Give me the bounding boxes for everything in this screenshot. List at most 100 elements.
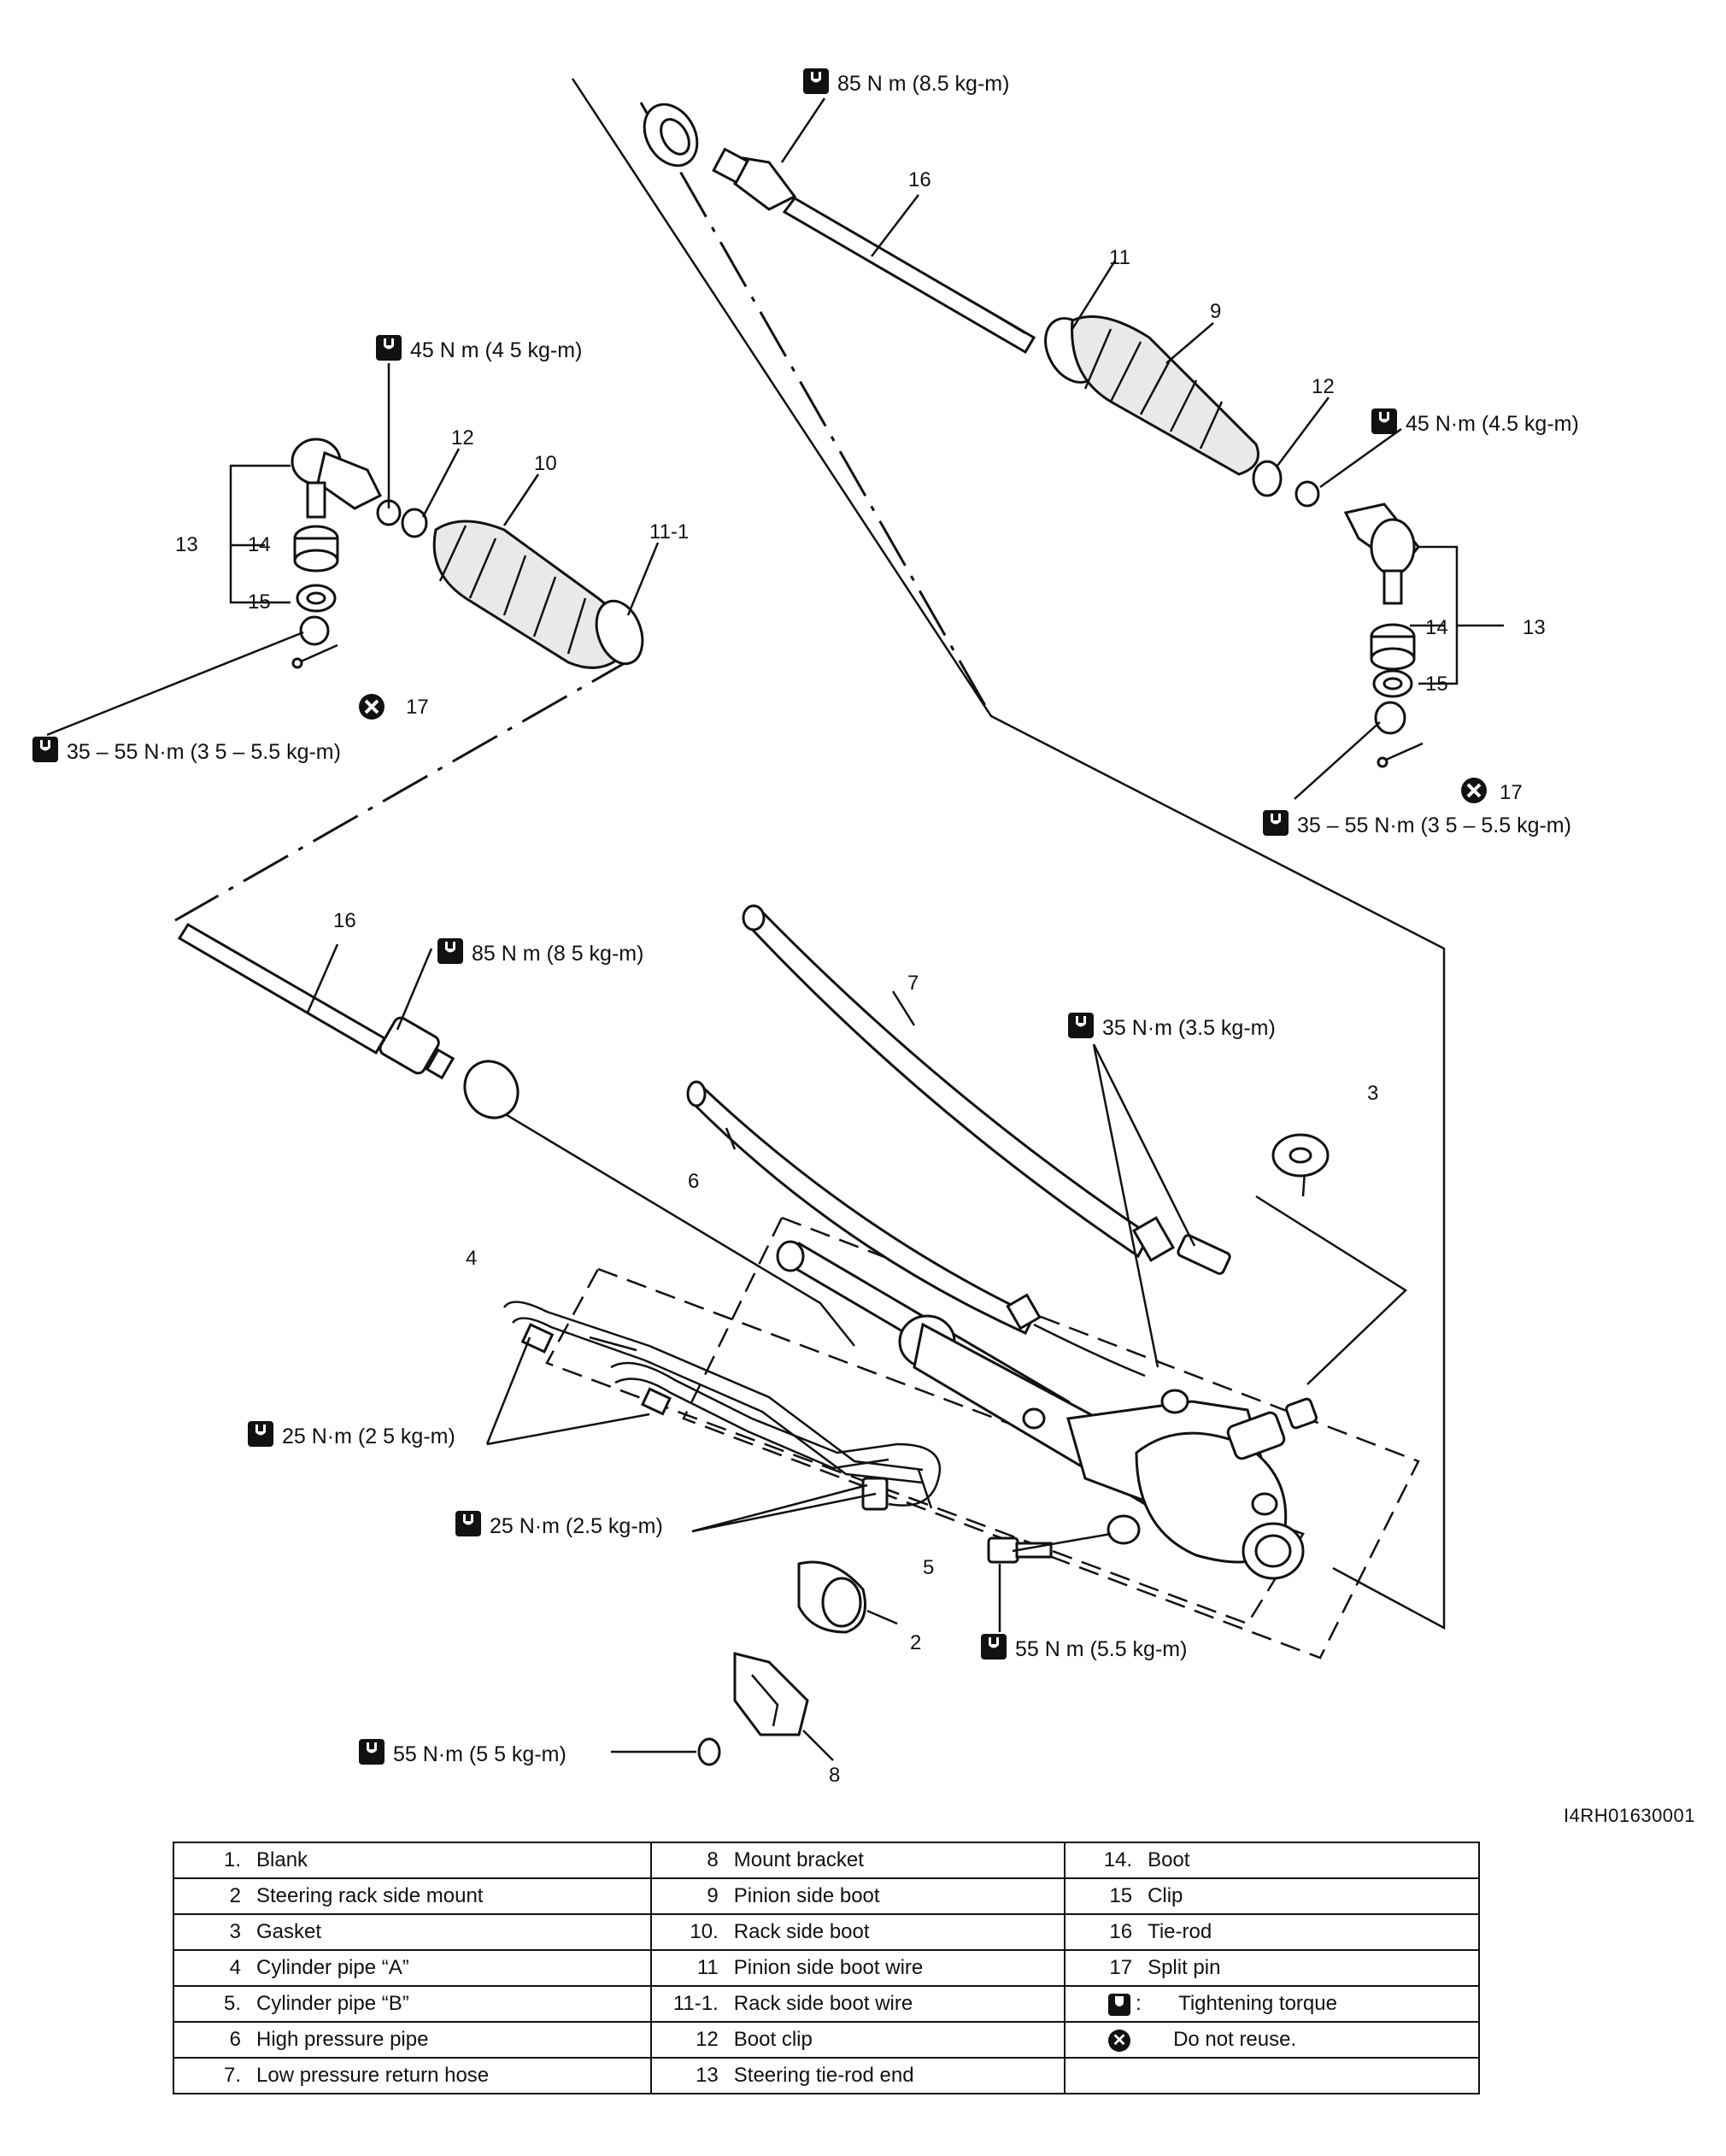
legend-label: Low pressure return hose	[256, 2064, 490, 2087]
mount-bracket-8	[697, 1652, 809, 1766]
callout-6: 6	[688, 1170, 699, 1193]
split-pin-left	[291, 643, 338, 669]
torque-upper-tierod: 85 N m (8.5 kg-m)	[803, 68, 1009, 96]
legend-label: Pinion side boot wire	[733, 1956, 924, 1979]
boot-14-left	[293, 525, 339, 573]
left-tierod-end-group	[291, 438, 644, 669]
callout-17-left: 17	[406, 696, 429, 719]
legend-label: Tightening torque	[1178, 1992, 1337, 2015]
legend-cell: 6 High pressure pipe	[173, 2021, 652, 2059]
tie-rod-end-13-right	[1343, 502, 1420, 605]
tie-rod-end-13-left	[291, 438, 383, 519]
legend-row: 5. Cylinder pipe “B” 11-1.Rack side boot w…	[173, 1985, 1480, 2023]
legend-cell: 10. Rack side boot	[649, 1913, 1066, 1951]
legend-number: 17	[1109, 1956, 1133, 1979]
legend-label: Rack side boot	[733, 1920, 870, 1943]
leader-lines	[46, 97, 1504, 1761]
svg-text:35 N·m (3.5 kg-m): 35 N·m (3.5 kg-m)	[1102, 1016, 1276, 1040]
clip-15-right	[1372, 669, 1413, 698]
callout-16-lower: 16	[333, 909, 356, 932]
tightening-torque-icon	[1108, 1993, 1131, 2016]
legend-number: 10.	[690, 1920, 719, 1943]
tie-rod-16-upper	[712, 147, 1036, 355]
legend-label: Do not reuse.	[1173, 2028, 1297, 2051]
legend-cell: 17 Split pin	[1064, 1949, 1480, 1987]
svg-text:25 N·m (2.5 kg-m): 25 N·m (2.5 kg-m)	[490, 1514, 663, 1538]
clip-15-left	[296, 584, 337, 613]
legend-label: High pressure pipe	[256, 2028, 429, 2051]
do-not-reuse-icon-right	[1459, 776, 1488, 805]
boot-14-right	[1370, 623, 1416, 671]
legend-number: 11-1.	[672, 1992, 719, 2015]
svg-text:55 N·m (5 5 kg-m): 55 N·m (5 5 kg-m)	[393, 1742, 567, 1766]
legend-label: Split pin	[1148, 1956, 1221, 1979]
legend-number: 1.	[223, 1848, 241, 1871]
legend-cell: 11-1.Rack side boot wire	[649, 1985, 1066, 2023]
figure-id: I4RH01630001	[1564, 1805, 1696, 1826]
legend-number: 5.	[223, 1992, 241, 2015]
legend-number: 11	[696, 1956, 719, 1979]
torque-left-nut: 45 N m (4 5 kg-m)	[376, 335, 582, 362]
torque-gear-bolt: 55 N m (5.5 kg-m)	[981, 1634, 1187, 1661]
assembly-dashed-outline	[545, 1216, 1420, 1660]
torque-right-nut: 45 N·m (4.5 kg-m)	[1371, 408, 1579, 436]
legend-label: Pinion side boot	[733, 1884, 880, 1907]
torque-cyl-b: 25 N·m (2.5 kg-m)	[455, 1511, 663, 1538]
callout-14-right: 14	[1425, 616, 1448, 639]
callout-numbers: 16 11 9 12 13 14 15 17 12 10 11-1 13 14 …	[175, 168, 1546, 1787]
callout-12-upper: 12	[1312, 375, 1335, 398]
legend-label: Tie-rod	[1148, 1920, 1212, 1943]
svg-text:55 N m (5.5 kg-m): 55 N m (5.5 kg-m)	[1015, 1637, 1187, 1661]
blank-cap-upper	[643, 103, 699, 167]
low-pressure-return-hose-7	[742, 904, 1176, 1262]
do-not-reuse-icon-left	[357, 692, 386, 721]
callout-11-1: 11-1	[649, 520, 689, 543]
callout-16-upper: 16	[908, 168, 931, 191]
steering-gear-exploded-diagram: 85 N m (8.5 kg-m) 45 N m (4 5 kg-m) 45 N…	[32, 68, 1579, 1787]
legend-label: Gasket	[256, 1920, 322, 1943]
do-not-reuse-icon: ✕	[1108, 2029, 1131, 2052]
callout-7: 7	[907, 972, 919, 995]
steering-rack-side-mount-2	[797, 1560, 866, 1634]
steering-gear-housing	[776, 1240, 1318, 1580]
legend-number: 12	[696, 2028, 719, 2051]
legend-number: 6	[229, 2028, 241, 2051]
torque-cyl-a: 25 N·m (2 5 kg-m)	[248, 1421, 455, 1448]
callout-11: 11	[1109, 246, 1130, 269]
upper-tierod-group	[643, 103, 1424, 768]
legend-label: Cylinder pipe “A”	[256, 1956, 409, 1979]
torque-pipe-fitting: 35 N·m (3.5 kg-m)	[1068, 1013, 1276, 1040]
legend-cell: 14.Boot	[1064, 1842, 1480, 1879]
gasket-3	[1271, 1133, 1330, 1178]
torque-left-castle: 35 – 55 N·m (3 5 – 5.5 kg-m)	[32, 737, 341, 764]
callout-2: 2	[910, 1631, 921, 1654]
legend-cell: ✕ Do not reuse.	[1064, 2021, 1480, 2059]
legend-label: Cylinder pipe “B”	[256, 1992, 409, 2015]
guide-lines	[174, 78, 1446, 1630]
callout-12-left: 12	[451, 426, 474, 449]
cylinder-pipe-b-5	[610, 1361, 942, 1511]
callout-9: 9	[1210, 300, 1221, 323]
callout-13-left: 13	[175, 533, 198, 556]
callout-3: 3	[1367, 1082, 1378, 1105]
callout-15-left: 15	[248, 590, 271, 614]
rack-side-boot-10	[432, 520, 644, 669]
callout-5: 5	[923, 1556, 934, 1579]
callout-17-right: 17	[1500, 781, 1523, 804]
legend-number: 13	[696, 2064, 719, 2087]
torque-labels: 85 N m (8.5 kg-m) 45 N m (4 5 kg-m) 45 N…	[32, 68, 1579, 1766]
callout-4: 4	[466, 1247, 477, 1270]
callout-15-right: 15	[1425, 673, 1448, 696]
callout-14-left: 14	[248, 533, 271, 556]
